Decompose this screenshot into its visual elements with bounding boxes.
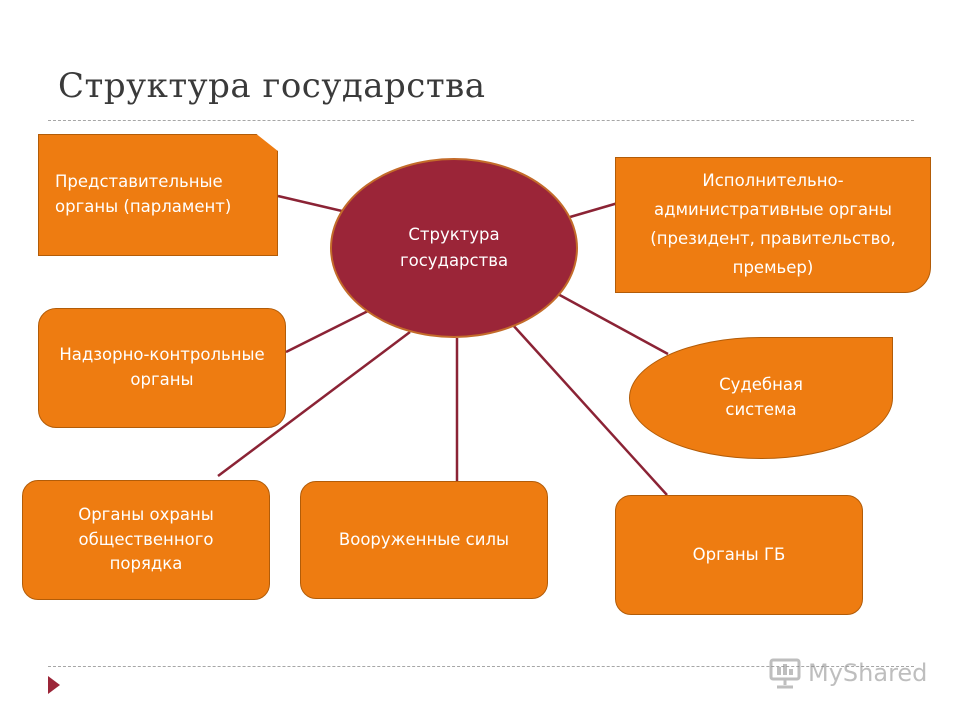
slide-title: Структура государства bbox=[58, 66, 486, 106]
node-representative-label: Представительные органы (парламент) bbox=[55, 172, 232, 216]
bottom-divider bbox=[48, 666, 914, 667]
link-representative bbox=[277, 194, 343, 213]
node-judicial: Судебная система bbox=[629, 337, 893, 459]
center-node-label: Структура государства bbox=[399, 224, 509, 270]
node-security-label: Органы ГБ bbox=[692, 544, 786, 564]
node-security: Органы ГБ bbox=[615, 495, 863, 615]
watermark-text: MyShared bbox=[808, 659, 928, 687]
top-divider bbox=[48, 120, 914, 121]
node-supervisory: Надзорно-контрольные органы bbox=[38, 308, 286, 428]
link-public-order bbox=[217, 331, 411, 477]
node-supervisory-label: Надзорно-контрольные органы bbox=[59, 345, 265, 389]
node-armed-forces: Вооруженные силы bbox=[300, 481, 548, 599]
node-representative: Представительные органы (парламент) bbox=[38, 134, 278, 256]
link-judicial bbox=[555, 291, 669, 356]
node-executive-label: Исполнительно-административные органы (п… bbox=[650, 171, 896, 277]
node-public-order-label: Органы охраны общественного порядка bbox=[78, 504, 214, 574]
slide-bullet-marker bbox=[48, 676, 60, 694]
link-security bbox=[511, 323, 668, 496]
center-node: Структура государства bbox=[330, 158, 578, 338]
presentation-board-icon bbox=[769, 658, 801, 689]
node-executive: Исполнительно-административные органы (п… bbox=[615, 157, 931, 293]
node-armed-forces-label: Вооруженные силы bbox=[338, 529, 510, 549]
node-public-order: Органы охраны общественного порядка bbox=[22, 480, 270, 600]
node-judicial-label: Судебная система bbox=[719, 375, 803, 419]
link-supervisory bbox=[285, 309, 369, 354]
link-executive bbox=[569, 201, 619, 219]
watermark: MyShared bbox=[768, 656, 927, 690]
